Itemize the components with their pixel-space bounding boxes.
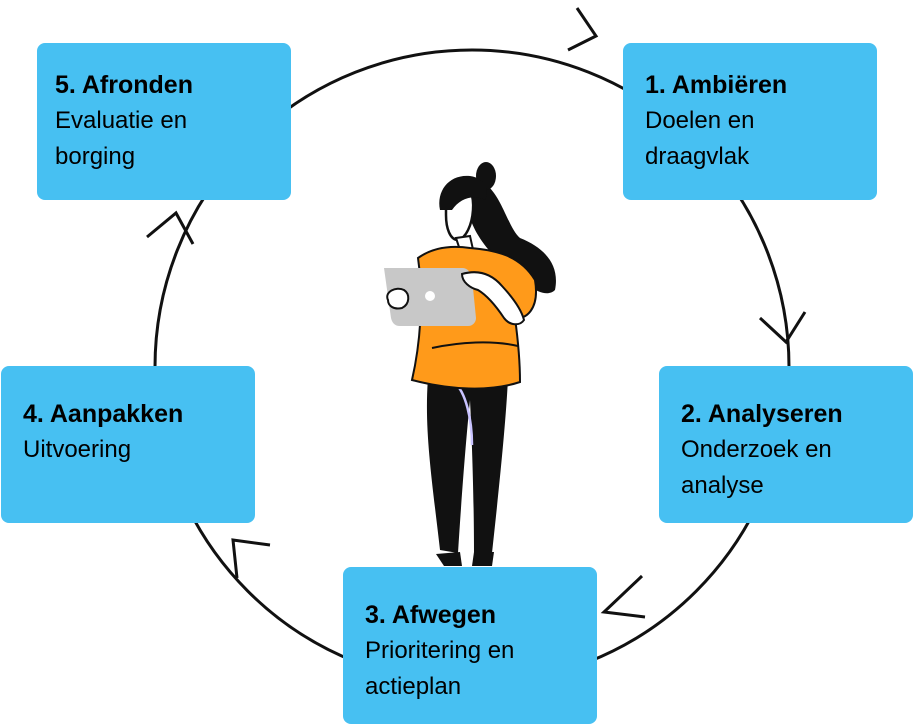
step-description: Doelen en draagvlak <box>645 107 755 170</box>
step-title: 5. Afronden <box>55 71 193 99</box>
step-box-ambieren: 1. Ambiëren Doelen en draagvlak <box>623 43 877 200</box>
step-description: Onderzoek en analyse <box>681 436 832 499</box>
step-box-aanpakken: 4. Aanpakken Uitvoering <box>1 366 255 523</box>
step-title: 1. Ambiëren <box>645 71 788 99</box>
step-box-analyseren: 2. Analyseren Onderzoek en analyse <box>659 366 913 523</box>
arrow-icon-left <box>146 210 195 245</box>
arrow-icon-bottom-left <box>231 538 271 579</box>
step-description: Uitvoering <box>23 436 132 463</box>
step-box-afronden: 5. Afronden Evaluatie en borging <box>37 43 291 200</box>
step-description: Evaluatie en borging <box>55 107 188 170</box>
arrow-icon-top <box>567 7 599 52</box>
arrow-icon-bottom-right <box>600 574 646 619</box>
step-title: 3. Afwegen <box>365 601 497 629</box>
step-description: Prioritering en actieplan <box>365 637 515 700</box>
arrow-icon-right <box>758 311 807 345</box>
step-title: 2. Analyseren <box>681 400 843 428</box>
person-with-laptop-illustration <box>384 162 556 566</box>
step-box-afwegen: 3. Afwegen Prioritering en actieplan <box>343 567 597 724</box>
step-title: 4. Aanpakken <box>23 400 184 428</box>
